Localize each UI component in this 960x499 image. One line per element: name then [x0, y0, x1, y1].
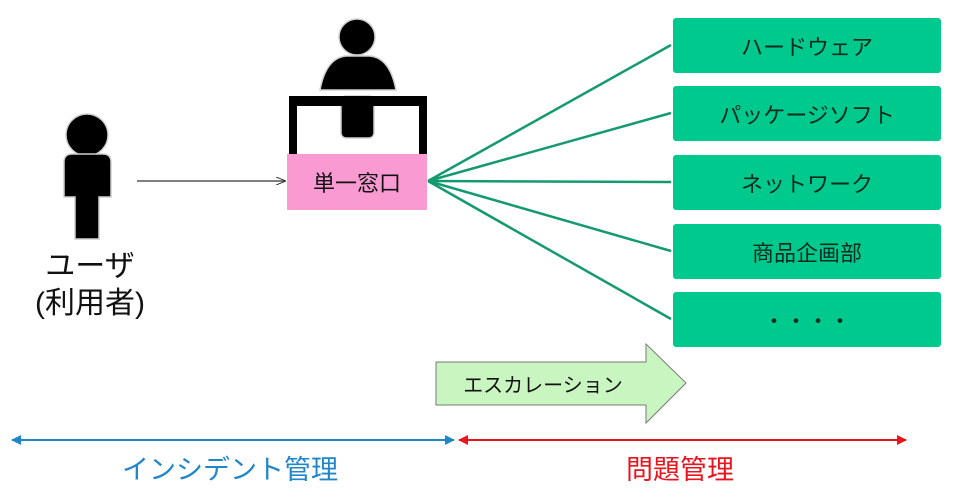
escalation-label: エスカレーション	[463, 374, 623, 397]
escalation-arrow	[435, 342, 687, 425]
connector-line-hardware	[427, 43, 672, 183]
connector-line-package	[427, 111, 672, 183]
connector-lines	[427, 43, 672, 321]
connector-line-other	[427, 179, 672, 321]
connector-line-planning	[427, 179, 672, 253]
connector-line-network	[427, 179, 672, 184]
team-box-package-software: パッケージソフト	[673, 86, 941, 141]
single-window-box: 単一窓口	[287, 154, 427, 210]
desk-icon	[289, 96, 427, 154]
agent-person-icon	[319, 18, 397, 139]
team-box-product-planning: 商品企画部	[673, 224, 941, 279]
team-box-network: ネットワーク	[673, 155, 941, 210]
team-box-hardware: ハードウェア	[673, 18, 941, 73]
incident-management-label: インシデント管理	[122, 455, 338, 485]
team-box-other: ・・・・	[673, 292, 941, 347]
user-label: ユーザ	[45, 250, 135, 283]
user-role-label: (利用者)	[35, 287, 145, 320]
problem-management-label: 問題管理	[626, 455, 734, 485]
user-person-icon	[63, 113, 112, 240]
